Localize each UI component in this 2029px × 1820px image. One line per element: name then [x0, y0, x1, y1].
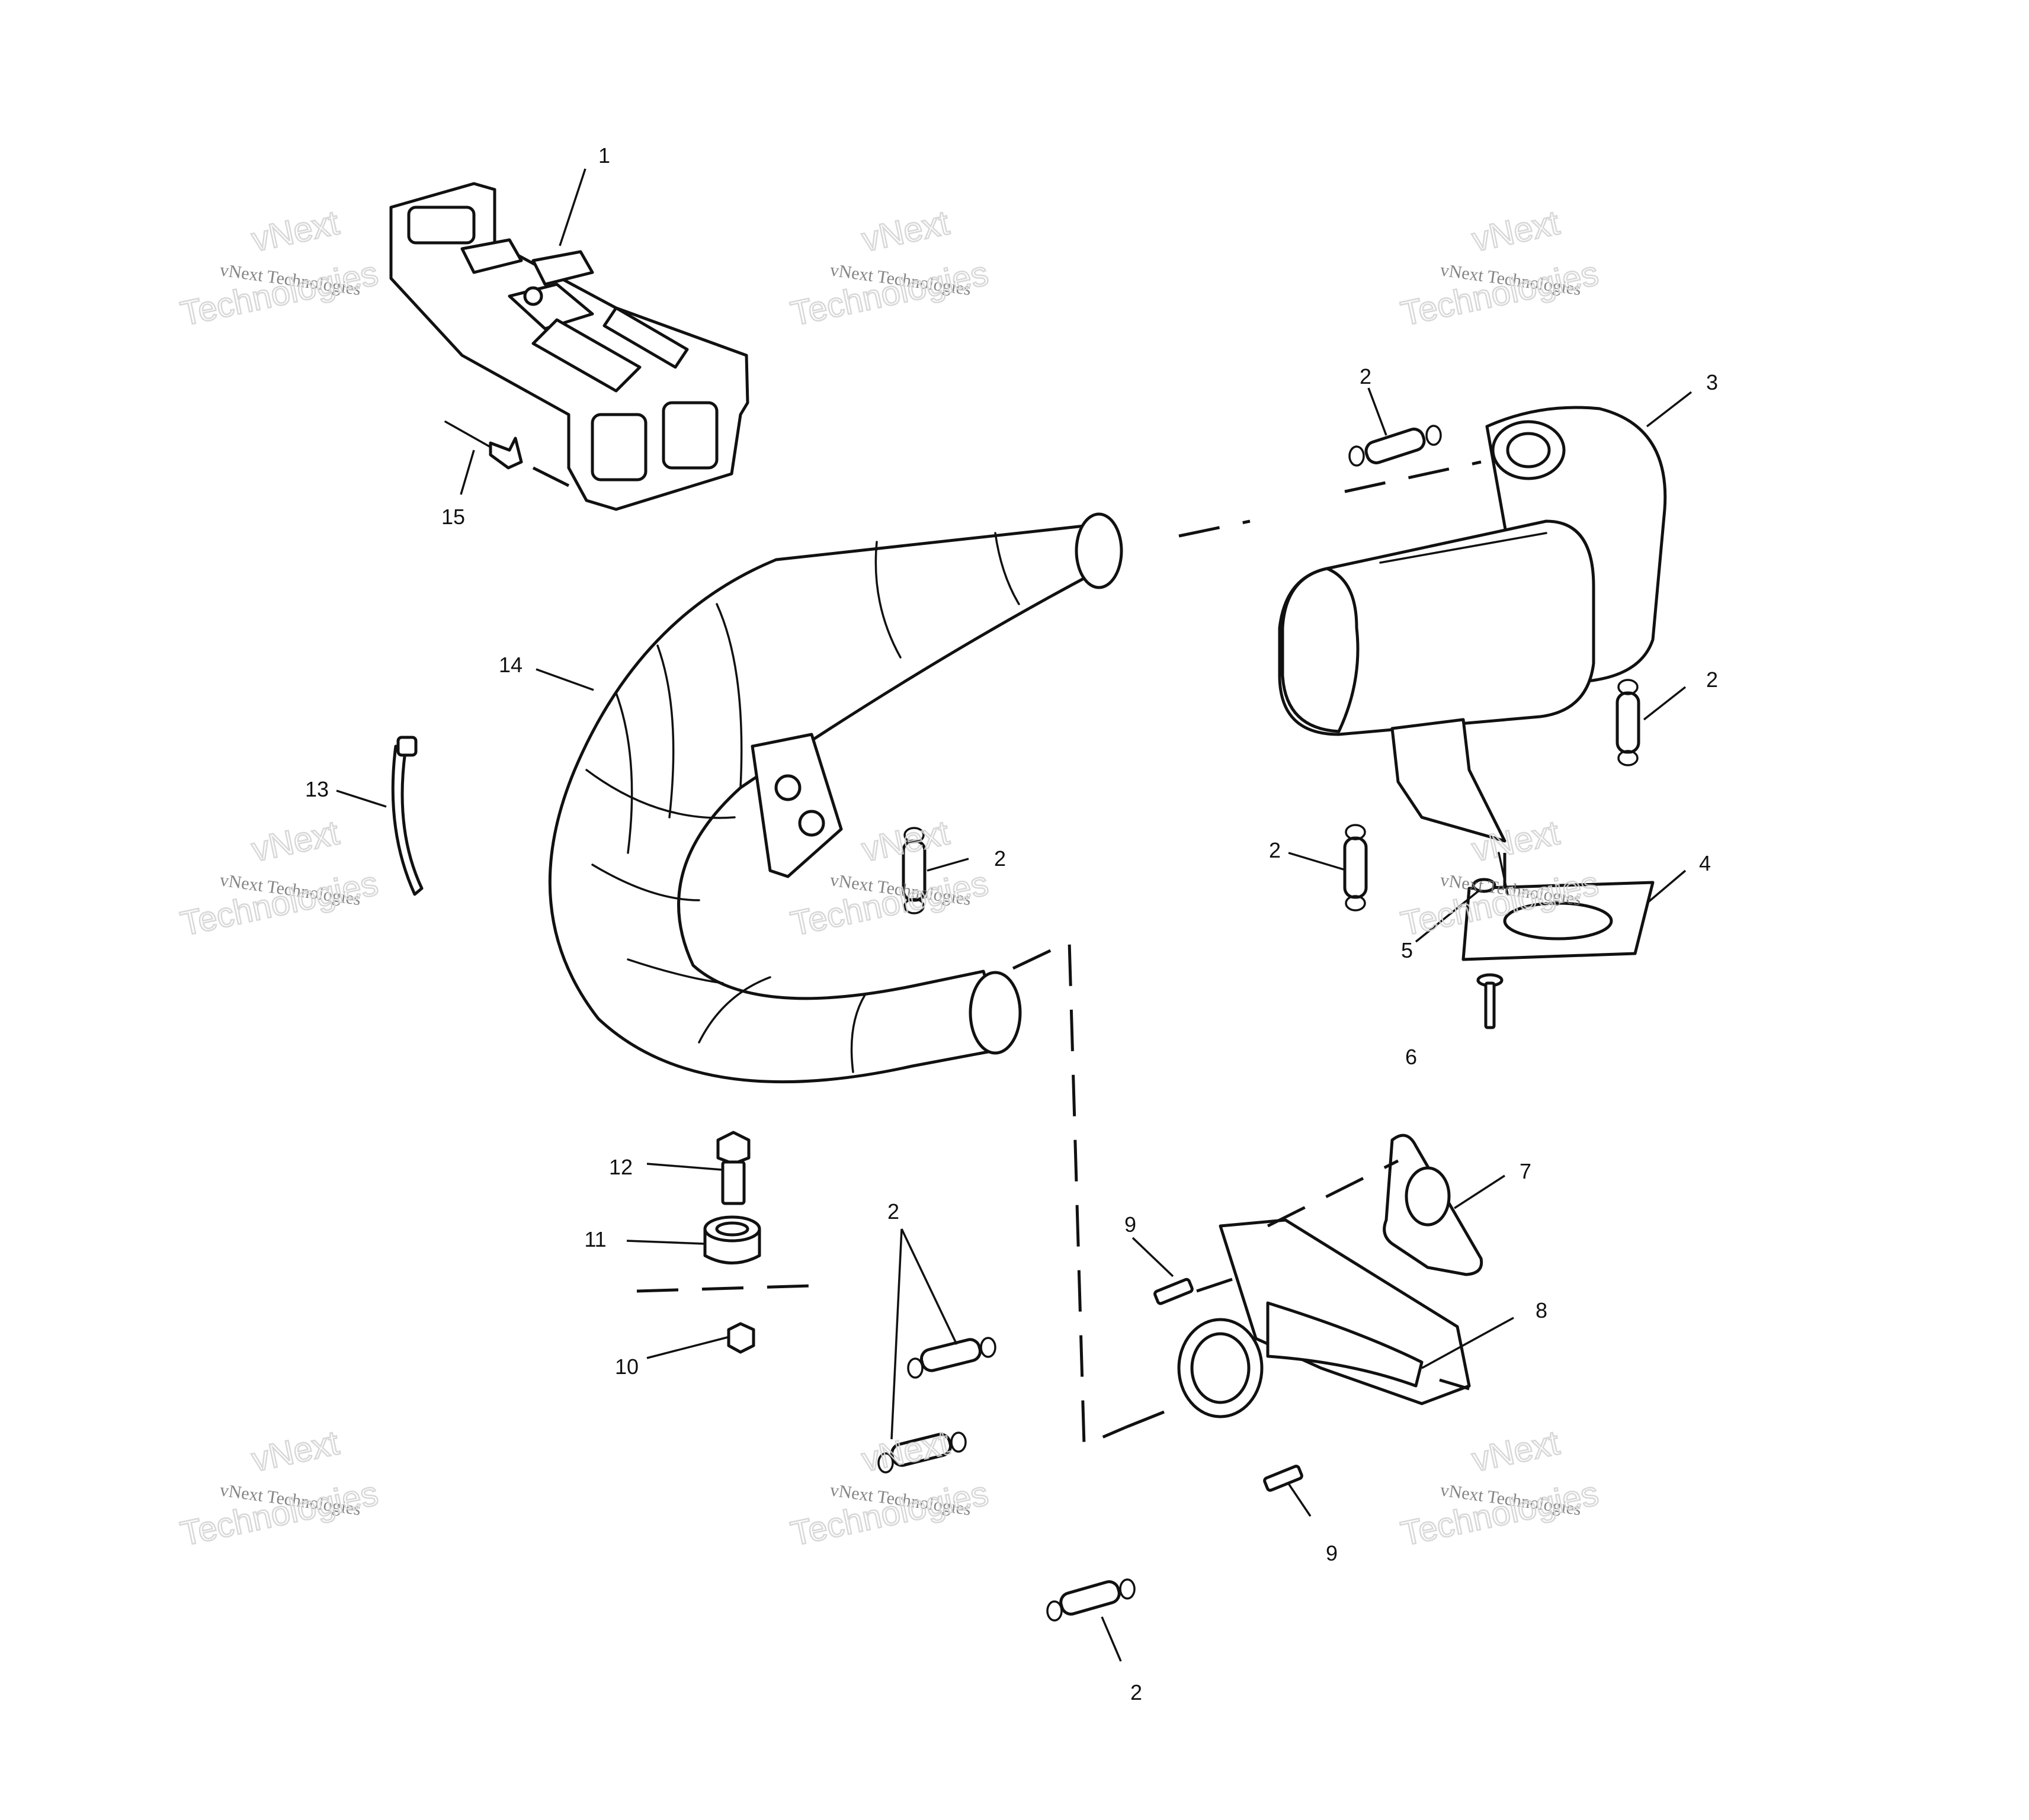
- callout-2-center-right: 2: [1269, 838, 1281, 862]
- part-strap: [391, 736, 424, 896]
- svg-text:vNext: vNext: [858, 1423, 953, 1479]
- part-bracket: [389, 182, 749, 511]
- svg-text:Technologies: Technologies: [787, 864, 992, 943]
- callout-14: 14: [499, 653, 523, 677]
- part-pin: [1476, 973, 1504, 1029]
- svg-text:vNext: vNext: [858, 203, 953, 259]
- leader-lines: [336, 168, 1693, 1662]
- svg-text:Technologies: Technologies: [177, 864, 382, 943]
- watermark: vNext vNext Technologies Technologies: [177, 203, 382, 334]
- part-bolt: [716, 1131, 751, 1205]
- svg-text:Technologies: Technologies: [1397, 1474, 1602, 1553]
- spring-lower-f: [877, 1431, 967, 1474]
- callout-9-lower: 9: [1326, 1541, 1338, 1565]
- callout-9-upper: 9: [1124, 1212, 1136, 1237]
- watermark: vNext vNext Technologies Technologies: [787, 203, 992, 334]
- watermark: vNext vNext Technologies Technologies: [177, 813, 382, 944]
- part-manifold: [1177, 1218, 1471, 1418]
- part-grommet: [1461, 881, 1655, 961]
- watermark: vNext vNext Technologies Technologies: [787, 1423, 992, 1554]
- svg-text:Technologies: Technologies: [787, 1474, 992, 1553]
- part-rivet: [444, 421, 523, 470]
- svg-text:Technologies: Technologies: [177, 1474, 382, 1553]
- watermark: vNext vNext Technologies Technologies: [1397, 1423, 1602, 1554]
- svg-text:vNext: vNext: [248, 203, 342, 259]
- part-silencer: [1278, 406, 1667, 843]
- assembly-lines: [532, 460, 1506, 1447]
- watermark: vNext vNext Technologies Technologies: [177, 1423, 382, 1554]
- callout-10: 10: [615, 1354, 639, 1379]
- callout-6: 6: [1405, 1045, 1417, 1069]
- svg-text:vNext: vNext: [248, 1423, 342, 1479]
- callout-1: 1: [598, 143, 610, 168]
- watermark: vNext vNext Technologies Technologies: [1397, 203, 1602, 334]
- callout-3: 3: [1706, 370, 1718, 394]
- part-screw-lower: [1263, 1465, 1303, 1492]
- spring-lower-e: [907, 1337, 996, 1379]
- callout-15: 15: [441, 505, 465, 529]
- part-nut: [727, 1322, 755, 1354]
- callout-2-right: 2: [1706, 667, 1718, 692]
- svg-text:Technologies: Technologies: [177, 254, 382, 333]
- callout-11: 11: [584, 1227, 606, 1251]
- callout-8: 8: [1536, 1298, 1547, 1323]
- part-expansion-chamber: [548, 512, 1123, 1084]
- svg-text:Technologies: Technologies: [1397, 254, 1602, 333]
- spring-center-right-c: [1343, 824, 1368, 911]
- callout-12: 12: [609, 1155, 633, 1179]
- callout-2-center: 2: [994, 846, 1006, 871]
- callout-13: 13: [305, 777, 329, 801]
- svg-text:Technologies: Technologies: [787, 254, 992, 333]
- spring-upper-right-a: [1348, 425, 1442, 467]
- spring-center-d: [902, 827, 927, 914]
- callout-2-bottom: 2: [1130, 1680, 1142, 1705]
- spring-right-b: [1615, 679, 1640, 766]
- callout-labels: 1 2 3 2 14 13 2 2 4 5 6 12 11 10 2 9 7 8…: [305, 143, 1718, 1705]
- part-gasket: [1383, 1134, 1483, 1276]
- part-bushing: [703, 1215, 761, 1264]
- svg-text:vNext: vNext: [1469, 1423, 1563, 1479]
- callout-2-upper-right: 2: [1360, 364, 1371, 389]
- svg-text:vNext: vNext: [248, 813, 342, 869]
- svg-text:vNext: vNext: [1469, 203, 1563, 259]
- callout-7: 7: [1520, 1159, 1531, 1183]
- part-screw-upper: [1153, 1277, 1194, 1305]
- svg-text:vNext: vNext: [858, 813, 953, 869]
- callout-4: 4: [1699, 851, 1711, 875]
- callout-2-lower: 2: [887, 1199, 899, 1224]
- callout-5: 5: [1401, 938, 1413, 962]
- spring-bottom-g: [1046, 1578, 1136, 1622]
